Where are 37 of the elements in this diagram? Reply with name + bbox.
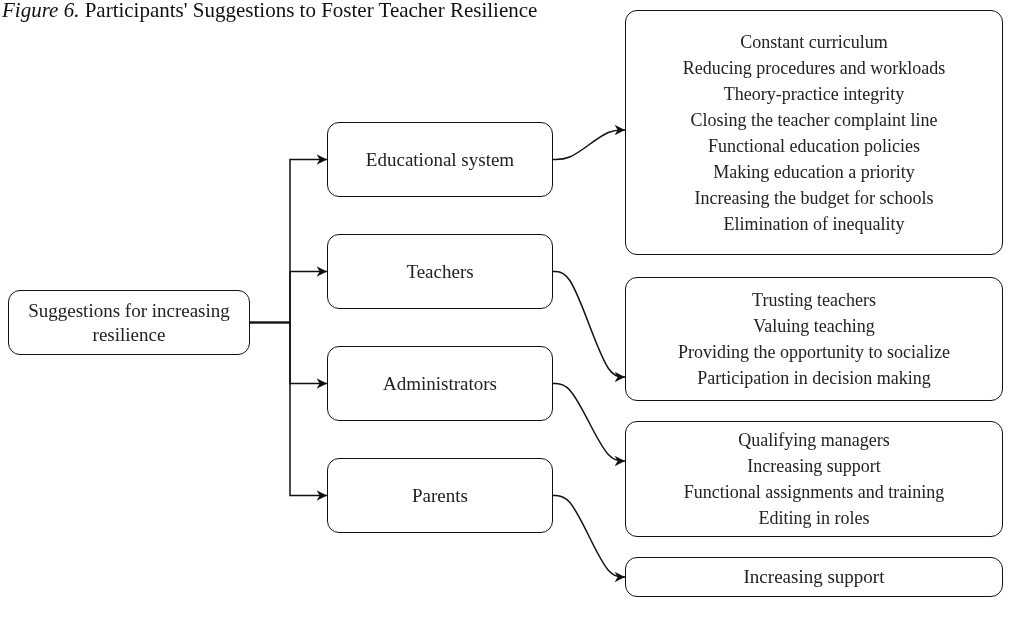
figure-title: Figure 6. Participants' Suggestions to Foster Teacher Resilience [2, 0, 538, 23]
category-box [625, 557, 1003, 597]
category-box [327, 234, 553, 309]
node-label: Suggestions for increasing resilience [27, 298, 231, 347]
list-item: Valuing teaching [753, 315, 875, 338]
list-item: Participation in decision making [697, 367, 931, 390]
node-label: Increasing support [743, 565, 885, 589]
category-box [327, 122, 553, 197]
list-item: Elimination of inequality [723, 212, 905, 236]
list-item: Increasing support [747, 455, 881, 478]
list-item: Editing in roles [758, 507, 870, 530]
list-item: Increasing the budget for schools [694, 186, 934, 210]
list-item: Providing the opportunity to socialize [678, 341, 950, 364]
node-label: Administrators [383, 371, 497, 396]
list-item: Trusting teachers [752, 289, 876, 312]
list-item: Making education a priority [713, 160, 915, 184]
category-box [8, 290, 250, 355]
arrow [249, 321, 328, 501]
category-box [327, 346, 553, 421]
arrow [552, 494, 626, 583]
arrow [552, 270, 626, 383]
arrow [552, 382, 626, 467]
list-item: Functional assignments and training [683, 481, 945, 504]
category-box [327, 458, 553, 533]
list-item: Constant curriculum [740, 30, 888, 54]
list-box [625, 421, 1003, 537]
node-label: Parents [412, 483, 468, 508]
list-item: Qualifying managers [738, 429, 890, 452]
list-item: Theory-practice integrity [723, 82, 905, 106]
list-item: Reducing procedures and workloads [682, 56, 946, 80]
list-item: Closing the teacher complaint line [690, 108, 938, 132]
list-item: Functional education policies [708, 134, 920, 158]
node-label: Educational system [365, 147, 515, 172]
list-box [625, 10, 1003, 255]
list-box [625, 277, 1003, 401]
node-label: Teachers [406, 259, 474, 284]
arrow [552, 124, 626, 161]
